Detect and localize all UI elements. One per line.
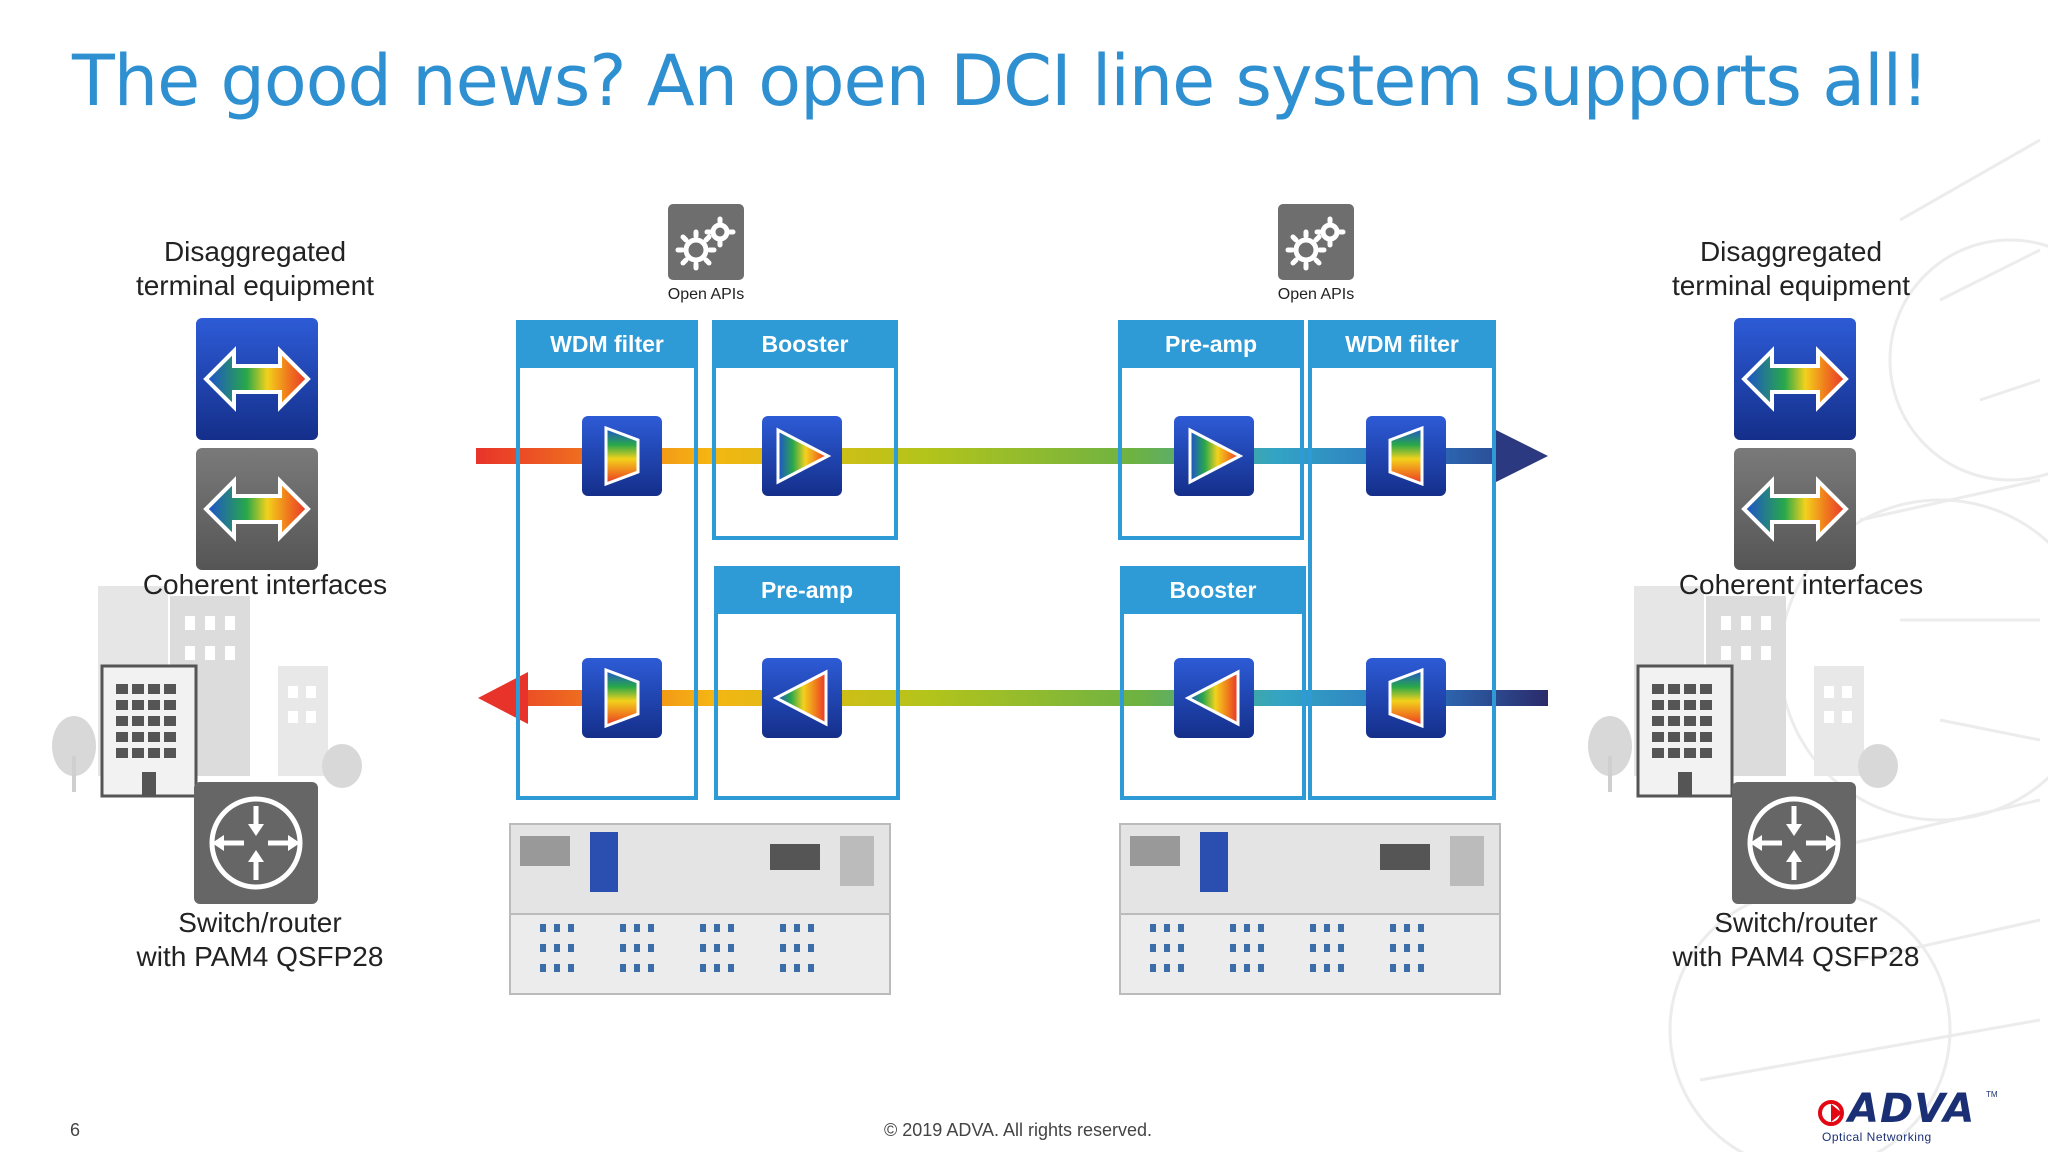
chassis-hardware-image <box>1119 823 1501 995</box>
box-left-booster: Booster <box>712 320 898 540</box>
open-apis-label-right: Open APIs <box>1277 286 1355 303</box>
wdm-filter-icon <box>1366 658 1446 738</box>
left-terminal-label: Disaggregated terminal equipment <box>100 235 410 303</box>
right-terminal-label: Disaggregated terminal equipment <box>1636 235 1946 303</box>
page-number: 6 <box>70 1120 81 1140</box>
router-icon <box>194 782 318 904</box>
box-left-wdm-header: WDM filter <box>516 320 698 368</box>
left-terminal-label-line1: Disaggregated <box>163 236 347 267</box>
box-right-booster: Booster <box>1120 566 1306 800</box>
gears-icon <box>1278 204 1354 280</box>
amplifier-left-icon <box>1174 658 1254 738</box>
box-left-wdm: WDM filter <box>516 320 698 800</box>
left-switch-label-line1: Switch/router <box>178 907 342 938</box>
left-terminal-label-line2: terminal equipment <box>135 270 375 301</box>
box-right-preamp-header: Pre-amp <box>1118 320 1304 368</box>
coherent-interface-icon <box>196 448 318 570</box>
wdm-filter-icon <box>582 658 662 738</box>
box-right-wdm-header: WDM filter <box>1308 320 1496 368</box>
terminal-equipment-icon <box>1734 318 1856 440</box>
city-buildings-icon <box>1588 586 1898 798</box>
adva-logo-tagline: Optical Networking <box>1822 1130 1932 1144</box>
box-left-booster-header: Booster <box>712 320 898 368</box>
adva-logo-tm: TM <box>1986 1090 1998 1099</box>
right-terminal-label-line1: Disaggregated <box>1699 236 1883 267</box>
slide-title: The good news? An open DCI line system s… <box>72 40 1929 122</box>
router-icon <box>1732 782 1856 904</box>
amplifier-right-icon <box>762 416 842 496</box>
adva-logo-wordmark: ADVA <box>1848 1086 1976 1132</box>
right-switch-label-line2: with PAM4 QSFP28 <box>1672 941 1920 972</box>
box-right-wdm: WDM filter <box>1308 320 1496 800</box>
right-coherent-label: Coherent interfaces <box>1678 569 1924 600</box>
chassis-hardware-image <box>509 823 891 995</box>
wdm-filter-icon <box>582 416 662 496</box>
open-apis-label-left: Open APIs <box>667 286 745 303</box>
left-coherent-label: Coherent interfaces <box>142 569 388 600</box>
city-buildings-icon <box>52 586 362 798</box>
adva-logo-mark-icon <box>1818 1100 1844 1126</box>
amplifier-left-icon <box>762 658 842 738</box>
box-left-preamp-header: Pre-amp <box>714 566 900 614</box>
box-left-preamp: Pre-amp <box>714 566 900 800</box>
copyright-text: © 2019 ADVA. All rights reserved. <box>884 1120 1153 1140</box>
amplifier-right-icon <box>1174 416 1254 496</box>
right-switch-label: Switch/router with PAM4 QSFP28 <box>1636 906 1956 974</box>
downstream-arrowhead <box>478 672 528 724</box>
right-terminal-label-line2: terminal equipment <box>1671 270 1911 301</box>
left-switch-label-line2: with PAM4 QSFP28 <box>136 941 384 972</box>
terminal-equipment-icon <box>196 318 318 440</box>
gears-icon <box>668 204 744 280</box>
left-switch-label: Switch/router with PAM4 QSFP28 <box>100 906 420 974</box>
coherent-interface-icon <box>1734 448 1856 570</box>
right-switch-label-line1: Switch/router <box>1714 907 1878 938</box>
wdm-filter-icon <box>1366 416 1446 496</box>
box-right-preamp: Pre-amp <box>1118 320 1304 540</box>
upstream-arrowhead <box>1496 430 1548 482</box>
box-right-booster-header: Booster <box>1120 566 1306 614</box>
adva-logo: ADVA TM Optical Networking <box>1818 1086 1998 1144</box>
